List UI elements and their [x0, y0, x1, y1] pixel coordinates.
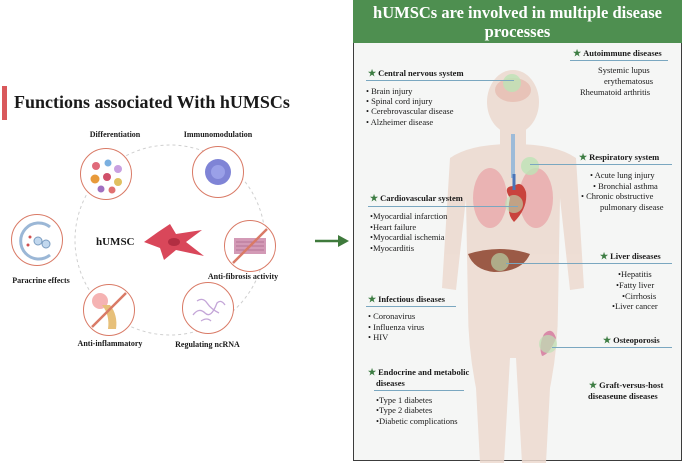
rule-endocrine [374, 390, 464, 391]
category-autoimmune: ★Autoimmune diseases [573, 48, 662, 58]
ncrna-icon [182, 282, 234, 334]
rule-infectious [366, 306, 456, 307]
anti-fibrosis-icon [224, 220, 276, 272]
item-endocrine-1: •Type 1 diabetes [376, 395, 433, 405]
item-liver-2: •Fatty liver [616, 280, 655, 290]
rule-cardio [368, 206, 518, 207]
category-cardio: ★Cardiovascular system [370, 193, 463, 203]
category-osteoporosis: ★Osteoporosis [603, 335, 660, 345]
differentiation-icon [80, 148, 132, 200]
title-line-2: processes [484, 22, 551, 41]
item-infectious-1: • Coronavirus [368, 311, 416, 321]
item-liver-3: •Cirrhosis [622, 291, 657, 301]
item-respiratory-3: • Chronic obstructive [581, 191, 654, 201]
item-cardio-2: •Heart failure [370, 222, 417, 232]
item-cardio-4: •Myocarditis [370, 243, 415, 253]
star-icon: ★ [368, 294, 377, 304]
humsc-cell-icon [144, 224, 204, 260]
item-respiratory-1: • Acute lung injury [590, 170, 655, 180]
item-liver-1: •Hepatitis [618, 269, 652, 279]
category-endocrine-line2: diseases [376, 378, 405, 388]
star-icon: ★ [600, 251, 609, 261]
item-autoimmune-3: Rheumatoid arthritis [580, 87, 651, 97]
item-respiratory-4: pulmonary disease [600, 202, 664, 212]
star-icon: ★ [589, 380, 598, 390]
label-paracrine: Paracrine effects [12, 276, 70, 285]
item-autoimmune-2: erythematosus [604, 76, 654, 86]
right-arrow-icon [315, 235, 349, 247]
category-infectious: ★Infectious diseases [368, 294, 445, 304]
category-respiratory: ★Respiratory system [579, 152, 660, 162]
category-gvhd-line2: diseaseune diseases [588, 391, 658, 401]
humsc-label: hUMSC [96, 236, 135, 248]
category-cns: ★Central nervous system [368, 68, 464, 78]
item-infectious-2: • Influenza virus [368, 322, 425, 332]
label-antiinflammatory: Anti-inflammatory [77, 339, 143, 348]
label-differentiation: Differentiation [89, 130, 141, 139]
rule-autoimmune [570, 60, 668, 61]
star-icon: ★ [573, 48, 582, 58]
immunomodulation-icon [192, 146, 244, 198]
title-line-1: hUMSCs are involved in multiple disease [373, 3, 662, 22]
item-liver-4: •Liver cancer [612, 301, 658, 311]
star-icon: ★ [579, 152, 588, 162]
rule-respiratory [530, 164, 672, 165]
star-icon: ★ [368, 68, 377, 78]
functions-title: Functions associated With hUMSCs [14, 92, 290, 112]
anti-inflammatory-icon [83, 284, 135, 336]
item-cns-4: • Alzheimer disease [366, 117, 434, 127]
disease-panel-title: hUMSCs are involved in multiple disease … [353, 0, 682, 43]
paracrine-icon [11, 214, 63, 266]
rule-liver [506, 263, 672, 264]
item-cns-2: • Spinal cord injury [366, 96, 433, 106]
category-liver: ★Liver diseases [600, 251, 661, 261]
item-infectious-3: • HIV [368, 332, 389, 342]
star-icon: ★ [603, 335, 612, 345]
star-icon: ★ [368, 367, 377, 377]
rule-osteoporosis [552, 347, 672, 348]
label-ncrna: Regulating ncRNA [175, 340, 240, 349]
category-endocrine: ★Endocrine and metabolic [368, 367, 470, 377]
title-accent-bar [2, 86, 7, 120]
label-immunomodulation: Immunomodulation [183, 130, 253, 139]
item-cardio-3: •Myocardial ischemia [370, 232, 445, 242]
item-cardio-1: •Myocardial infarction [370, 211, 448, 221]
label-antifibrosis: Anti-fibrosis activity [207, 272, 279, 281]
star-icon: ★ [370, 193, 379, 203]
item-cns-3: • Cerebrovascular disease [366, 106, 454, 116]
item-endocrine-2: •Type 2 diabetes [376, 405, 433, 415]
category-gvhd: ★Graft-versus-host [589, 380, 664, 390]
item-respiratory-2: • Bronchial asthma [593, 181, 658, 191]
rule-cns [366, 80, 514, 81]
item-autoimmune-1: Systemic lupus [598, 65, 650, 75]
human-body-illustration [442, 70, 584, 463]
item-cns-1: • Brain injury [366, 86, 413, 96]
item-endocrine-3: •Diabetic complications [376, 416, 458, 426]
